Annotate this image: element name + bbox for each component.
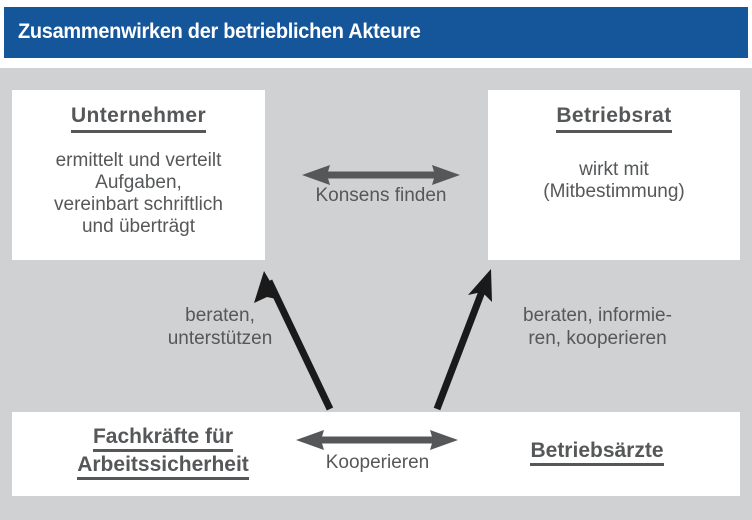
- node-unternehmer: Unternehmer ermittelt und verteilt Aufga…: [12, 90, 265, 260]
- edge-label-beraten-links-line1: beraten,: [185, 305, 255, 326]
- node-betriebsrat-heading: Betriebsrat: [488, 104, 740, 133]
- edge-label-beraten-rechts-line1: beraten, informie-: [523, 305, 672, 326]
- edge-label-beraten-links-line2: unterstützen: [167, 327, 273, 349]
- node-betriebsaerzte-heading-text: Betriebsärzte: [530, 439, 664, 466]
- edge-label-konsens: Konsens finden: [315, 185, 447, 206]
- node-betriebsrat-body-line: (Mitbestimmung): [543, 180, 685, 202]
- node-betriebsrat-heading-text: Betriebsrat: [556, 104, 672, 133]
- node-unternehmer-body-line: ermittelt und verteilt: [55, 149, 222, 171]
- node-fachkraefte: Fachkräfte für Arbeitssicherheit: [38, 424, 288, 481]
- node-fachkraefte-heading-line1: Fachkräfte für: [38, 424, 288, 453]
- node-unternehmer-body: ermittelt und verteilt Aufgaben, vereinb…: [12, 150, 265, 238]
- node-unternehmer-body-line: Aufgaben,: [95, 171, 182, 193]
- header-bar: Zusammenwirken der betrieblichen Akteure: [4, 7, 748, 58]
- diagram-canvas: Unternehmer ermittelt und verteilt Aufga…: [0, 68, 752, 520]
- edge-label-beraten-rechts: beraten, informie- ren, kooperieren: [480, 305, 715, 351]
- page-title: Zusammenwirken der betrieblichen Akteure: [18, 20, 421, 43]
- node-unternehmer-heading: Unternehmer: [12, 104, 265, 133]
- node-betriebsaerzte: Betriebsärzte: [472, 439, 722, 466]
- edge-label-beraten-links: beraten, unterstützen: [120, 305, 320, 351]
- edge-label-beraten-rechts-line2: ren, kooperieren: [528, 327, 667, 349]
- node-betriebsrat-body: wirkt mit (Mitbestimmung): [488, 159, 740, 203]
- double-arrow-konsens-icon: [302, 165, 460, 185]
- node-fachkraefte-heading-text1: Fachkräfte für: [92, 424, 234, 453]
- node-betriebsrat-body-line: wirkt mit: [579, 158, 649, 180]
- node-fachkraefte-heading-text2: Arbeitssicherheit: [77, 452, 249, 481]
- node-fachkraefte-heading-line2: Arbeitssicherheit: [38, 452, 288, 481]
- node-betriebsrat: Betriebsrat wirkt mit (Mitbestimmung): [488, 90, 740, 260]
- edge-label-kooperieren: Kooperieren: [325, 452, 430, 473]
- node-unternehmer-heading-text: Unternehmer: [70, 104, 207, 133]
- node-bottom-row: Fachkräfte für Arbeitssicherheit Betrieb…: [12, 412, 740, 496]
- node-unternehmer-body-line: vereinbart schriftlich: [54, 193, 223, 215]
- node-unternehmer-body-line: und überträgt: [81, 215, 196, 237]
